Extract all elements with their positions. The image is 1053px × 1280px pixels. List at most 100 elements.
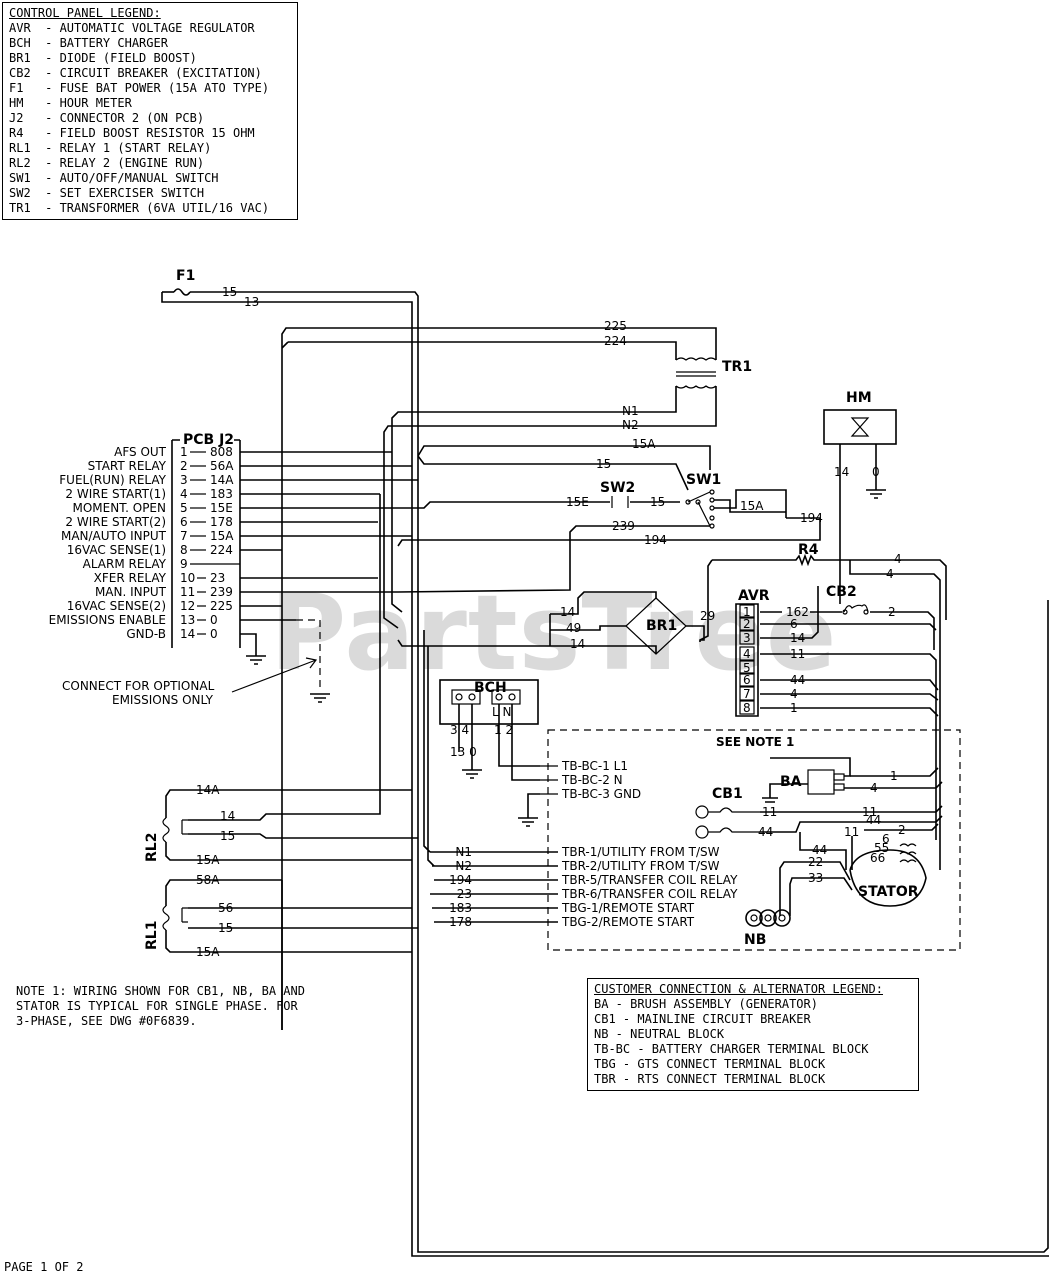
wire-4-ba bbox=[844, 781, 943, 789]
tr1-label: TR1 bbox=[722, 359, 752, 375]
wire-label-6-stator: 6 bbox=[882, 832, 890, 846]
wire-44-stator bbox=[799, 832, 847, 870]
ground-bch-icon bbox=[462, 769, 482, 779]
wire-label-22: 22 bbox=[808, 855, 823, 869]
wire-1-avr bbox=[760, 707, 939, 717]
wire-br1-top bbox=[600, 591, 657, 598]
wire-label-33: 33 bbox=[808, 871, 823, 885]
pcb-pin-wire: 225 bbox=[210, 599, 233, 613]
pcb-pin-label: 2 WIRE START(2) bbox=[65, 515, 166, 529]
wire-239 bbox=[397, 525, 710, 593]
wire-bch-l1 bbox=[498, 704, 540, 767]
pcb-pin-label: GND-B bbox=[126, 627, 166, 641]
wire-label-2-stator: 2 bbox=[898, 823, 906, 837]
wire-n1 bbox=[391, 386, 677, 613]
wire-14-left bbox=[397, 639, 550, 647]
wire-label-15a-top: 15A bbox=[632, 437, 656, 451]
sw2-label: SW2 bbox=[600, 480, 635, 496]
cb2-contact-b bbox=[863, 609, 869, 615]
wire-label-15-sw2: 15 bbox=[650, 495, 665, 509]
control-legend-item: RL2 - RELAY 2 (ENGINE RUN) bbox=[9, 156, 205, 170]
pcb-pin-label: MAN. INPUT bbox=[95, 585, 167, 599]
wire-label-225: 225 bbox=[604, 319, 627, 333]
cb2-label: CB2 bbox=[826, 584, 857, 600]
pcb-pin-wire: 56A bbox=[210, 459, 234, 473]
note-1: NOTE 1: WIRING SHOWN FOR CB1, NB, BA AND… bbox=[16, 984, 305, 1028]
pcb-pin-number: 5 bbox=[180, 501, 188, 515]
wire-label-29: 29 bbox=[700, 609, 715, 623]
wire-label-239: 239 bbox=[612, 519, 635, 533]
tb-bc-terminal: TB-BC-3 GND bbox=[561, 787, 641, 801]
wire-14-rl2 bbox=[188, 494, 381, 821]
wire-15-main bbox=[410, 291, 1049, 1253]
control-legend-item: BR1 - DIODE (FIELD BOOST) bbox=[9, 51, 197, 65]
wire-label-56: 56 bbox=[218, 901, 233, 915]
wire-label-194-sw1: 194 bbox=[800, 511, 823, 525]
ground-emissions-icon bbox=[310, 693, 330, 703]
avr-terminal bbox=[739, 630, 755, 645]
pcb-box bbox=[171, 439, 241, 648]
pcb-pin-label: AFS OUT bbox=[114, 445, 167, 459]
control-legend-item: R4 - FIELD BOOST RESISTOR 15 OHM bbox=[9, 126, 255, 140]
hm-label: HM bbox=[846, 390, 872, 406]
ba-label: BA bbox=[780, 774, 802, 790]
wire-label-15: 15 bbox=[222, 285, 237, 299]
customer-terminal-label: TBR-1/UTILITY FROM T/SW bbox=[561, 845, 720, 859]
wire-label-44-right: 44 bbox=[866, 813, 881, 827]
sw1-label: SW1 bbox=[686, 472, 721, 488]
wire-194 bbox=[397, 518, 821, 547]
hourglass-icon bbox=[850, 417, 870, 437]
pcb-pin-number: 12 bbox=[180, 599, 195, 613]
control-legend-item: SW1 - AUTO/OFF/MANUAL SWITCH bbox=[9, 171, 219, 185]
wire-label-15a-rl1: 15A bbox=[196, 945, 220, 959]
wire-13-main bbox=[410, 301, 1049, 1257]
wire-label-15-sw1: 15 bbox=[596, 457, 611, 471]
wire-label-14-br1a: 14 bbox=[560, 605, 575, 619]
customer-terminal-label: TBR-6/TRANSFER COIL RELAY bbox=[561, 887, 738, 901]
wire-44-avr bbox=[760, 679, 939, 691]
pcb-pin-wire: 808 bbox=[210, 445, 233, 459]
pcb-pin-wire: 178 bbox=[210, 515, 233, 529]
rl2-coil-icon bbox=[162, 817, 170, 843]
customer-connection-legend: CUSTOMER CONNECTION & ALTERNATOR LEGEND:… bbox=[587, 978, 919, 1091]
pcb-pin-label: XFER RELAY bbox=[94, 571, 167, 585]
avr-terminal-number: 1 bbox=[743, 605, 751, 619]
pcb-pin-wire: 0 bbox=[210, 613, 218, 627]
see-note-label: SEE NOTE 1 bbox=[716, 735, 794, 749]
wire-label-44-cb1: 44 bbox=[758, 825, 773, 839]
wire-label-11-stator: 11 bbox=[844, 825, 859, 839]
nb-terminal-c bbox=[773, 909, 791, 927]
f1-label: F1 bbox=[176, 268, 195, 284]
tb-bc-terminal: TB-BC-1 L1 bbox=[561, 759, 628, 773]
pcb-label: PCB J2 bbox=[183, 432, 234, 448]
customer-terminal-label: TBR-2/UTILITY FROM T/SW bbox=[561, 859, 720, 873]
wire-56a-rl1 bbox=[165, 879, 282, 906]
control-legend-item: RL1 - RELAY 1 (START RELAY) bbox=[9, 141, 212, 155]
cb1-terminal-b bbox=[695, 825, 709, 839]
pcb-pin-label: MAN/AUTO INPUT bbox=[61, 529, 167, 543]
cb1-breaker-icon bbox=[708, 807, 760, 833]
customer-terminal-label: TBG-2/REMOTE START bbox=[561, 915, 695, 929]
pcb-pin-number: 3 bbox=[180, 473, 188, 487]
rl2-label: RL2 bbox=[144, 833, 160, 862]
pcb-pin-label: 2 WIRE START(1) bbox=[65, 487, 166, 501]
wire-n1-n2-down bbox=[423, 630, 435, 867]
customer-connection-box bbox=[547, 729, 961, 951]
wire-label-13: 13 bbox=[244, 295, 259, 309]
ground-hm-icon bbox=[866, 489, 886, 499]
wire-br1-right bbox=[686, 625, 705, 641]
ba-brush-a bbox=[833, 773, 845, 781]
wire-22-33-stator bbox=[800, 861, 853, 891]
wire-stator-nb bbox=[779, 861, 800, 916]
bch-ln-label: L N bbox=[492, 705, 511, 719]
nb-terminal-a bbox=[745, 909, 763, 927]
wire-4-avr bbox=[760, 693, 939, 701]
cb1-terminal-a bbox=[695, 805, 709, 819]
bch-wire-13-0: 13 0 bbox=[450, 745, 477, 759]
sw2-switch-icon bbox=[611, 496, 629, 508]
pcb-pin-number: 11 bbox=[180, 585, 195, 599]
customer-legend-item: NB - NEUTRAL BLOCK bbox=[594, 1027, 725, 1041]
